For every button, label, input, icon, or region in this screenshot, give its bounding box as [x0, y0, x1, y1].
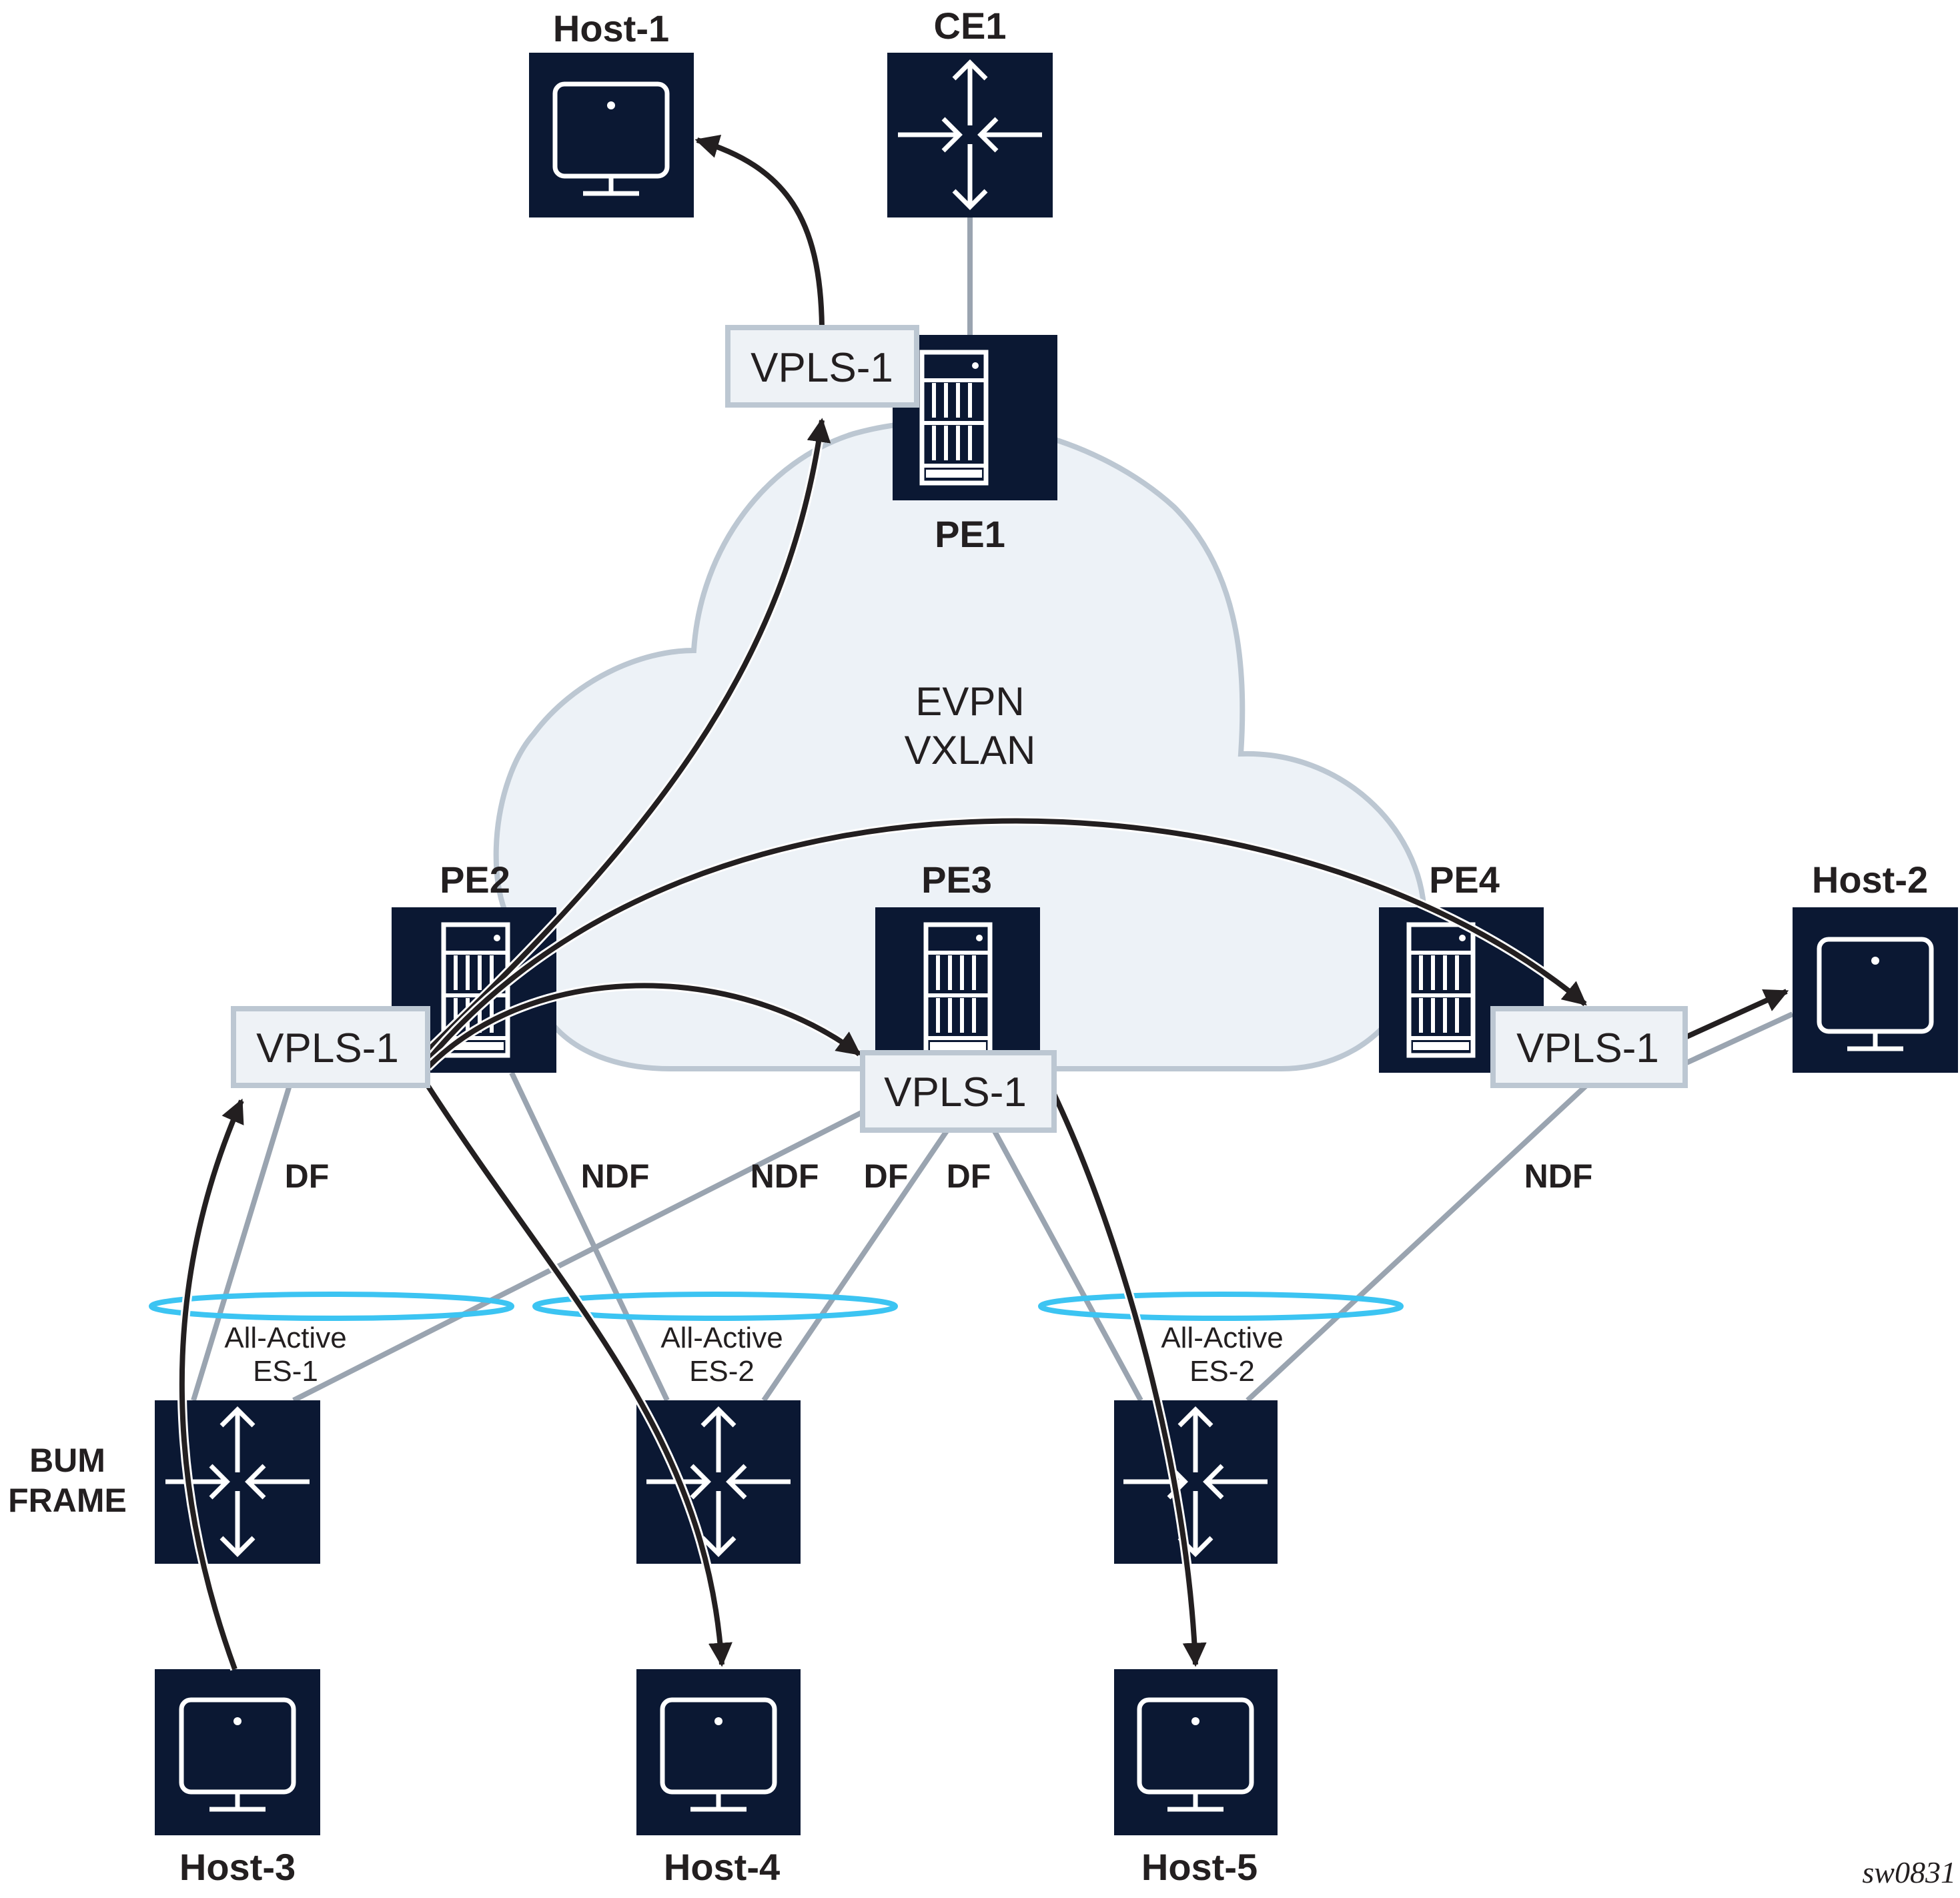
es1-ring [149, 1292, 514, 1321]
es2b-label-id: ES-2 [1189, 1355, 1255, 1388]
role-pe3-es2: DF [864, 1157, 909, 1195]
role-pe4-es2b: NDF [1524, 1157, 1593, 1195]
es1-label-type: All-Active [224, 1322, 346, 1354]
link-pe2-es2 [509, 1071, 670, 1402]
es2-ring [532, 1292, 898, 1321]
node-host3[interactable]: Host-3 [155, 1669, 320, 1888]
es2b-label-type: All-Active [1161, 1322, 1283, 1354]
host4-label: Host-4 [664, 1846, 780, 1888]
es2-label-type: All-Active [660, 1322, 783, 1354]
cloud-label-vxlan: VXLAN [905, 728, 1036, 773]
pe3-label: PE3 [921, 859, 992, 901]
role-pe2-es1: DF [285, 1157, 330, 1195]
ce1-label: CE1 [934, 5, 1007, 47]
link-pe4-es2b [1246, 1083, 1588, 1402]
role-pe3-es1: NDF [751, 1157, 819, 1195]
flow-pe4-to-host2 [1684, 989, 1789, 1040]
host2-label: Host-2 [1812, 859, 1928, 901]
es2b-ring [1038, 1292, 1404, 1321]
node-host5[interactable]: Host-5 [1114, 1669, 1278, 1888]
link-pe4-host2 [1684, 1011, 1794, 1066]
link-pe3-es2b [991, 1129, 1143, 1402]
vpls-pe3[interactable]: VPLS-1 [860, 1050, 1057, 1133]
es1-label-id: ES-1 [253, 1355, 318, 1388]
cloud-label-evpn: EVPN [915, 679, 1024, 724]
flow-host3-to-pe2-line [179, 1098, 244, 1671]
vpls-pe4-label: VPLS-1 [1516, 1025, 1659, 1071]
access-links [191, 217, 1794, 1403]
flow-pe2-to-host4-halo [424, 1083, 726, 1665]
role-pe3-es2b: DF [947, 1157, 991, 1195]
flow-pe3-to-host5-halo [1049, 1091, 1200, 1665]
role-pe2-es2: NDF [581, 1157, 650, 1195]
flow-pe3-to-host5 [1051, 1093, 1207, 1667]
pe2-label: PE2 [440, 859, 510, 901]
host5-label: Host-5 [1141, 1846, 1258, 1888]
flow-pe2-to-pe1 [426, 418, 831, 1053]
link-pe3-es1 [292, 1109, 864, 1403]
vpls-pe1[interactable]: VPLS-1 [725, 325, 919, 408]
node-ce1[interactable]: CE1 [887, 5, 1053, 217]
host1-label: Host-1 [553, 7, 669, 49]
flow-pe1-to-host1 [694, 134, 825, 328]
node-pe3[interactable]: PE3 [875, 859, 1040, 1073]
node-pe1[interactable]: PE1 [893, 335, 1057, 555]
flow-pe2-to-pe4 [425, 818, 1587, 1063]
link-pe2-es1 [191, 1084, 292, 1402]
host3-label: Host-3 [179, 1846, 296, 1888]
vpls-pe1-label: VPLS-1 [751, 345, 893, 391]
node-host2[interactable]: Host-2 [1793, 859, 1958, 1073]
flow-pe2-to-host4 [425, 1083, 732, 1667]
bum-frame-label-2: FRAME [8, 1482, 127, 1519]
link-pe3-es2 [761, 1128, 950, 1402]
node-ce-es2b[interactable] [1114, 1400, 1278, 1564]
bum-flows [177, 134, 1789, 1671]
pe1-label: PE1 [935, 513, 1005, 555]
flow-pe2-to-pe3 [426, 983, 861, 1069]
figure-id: sw0831 [1862, 1855, 1956, 1889]
bum-frame-label-1: BUM [29, 1442, 105, 1479]
node-host1[interactable]: Host-1 [529, 7, 694, 217]
vpls-pe4[interactable]: VPLS-1 [1490, 1006, 1688, 1088]
vpls-pe2-label: VPLS-1 [256, 1025, 399, 1071]
vpls-pe2[interactable]: VPLS-1 [231, 1006, 430, 1088]
vpls-pe3-label: VPLS-1 [884, 1069, 1027, 1115]
es2-label-id: ES-2 [689, 1355, 755, 1388]
pe4-label: PE4 [1429, 859, 1500, 901]
node-host4[interactable]: Host-4 [636, 1669, 801, 1888]
node-ce-es2[interactable] [636, 1400, 801, 1564]
